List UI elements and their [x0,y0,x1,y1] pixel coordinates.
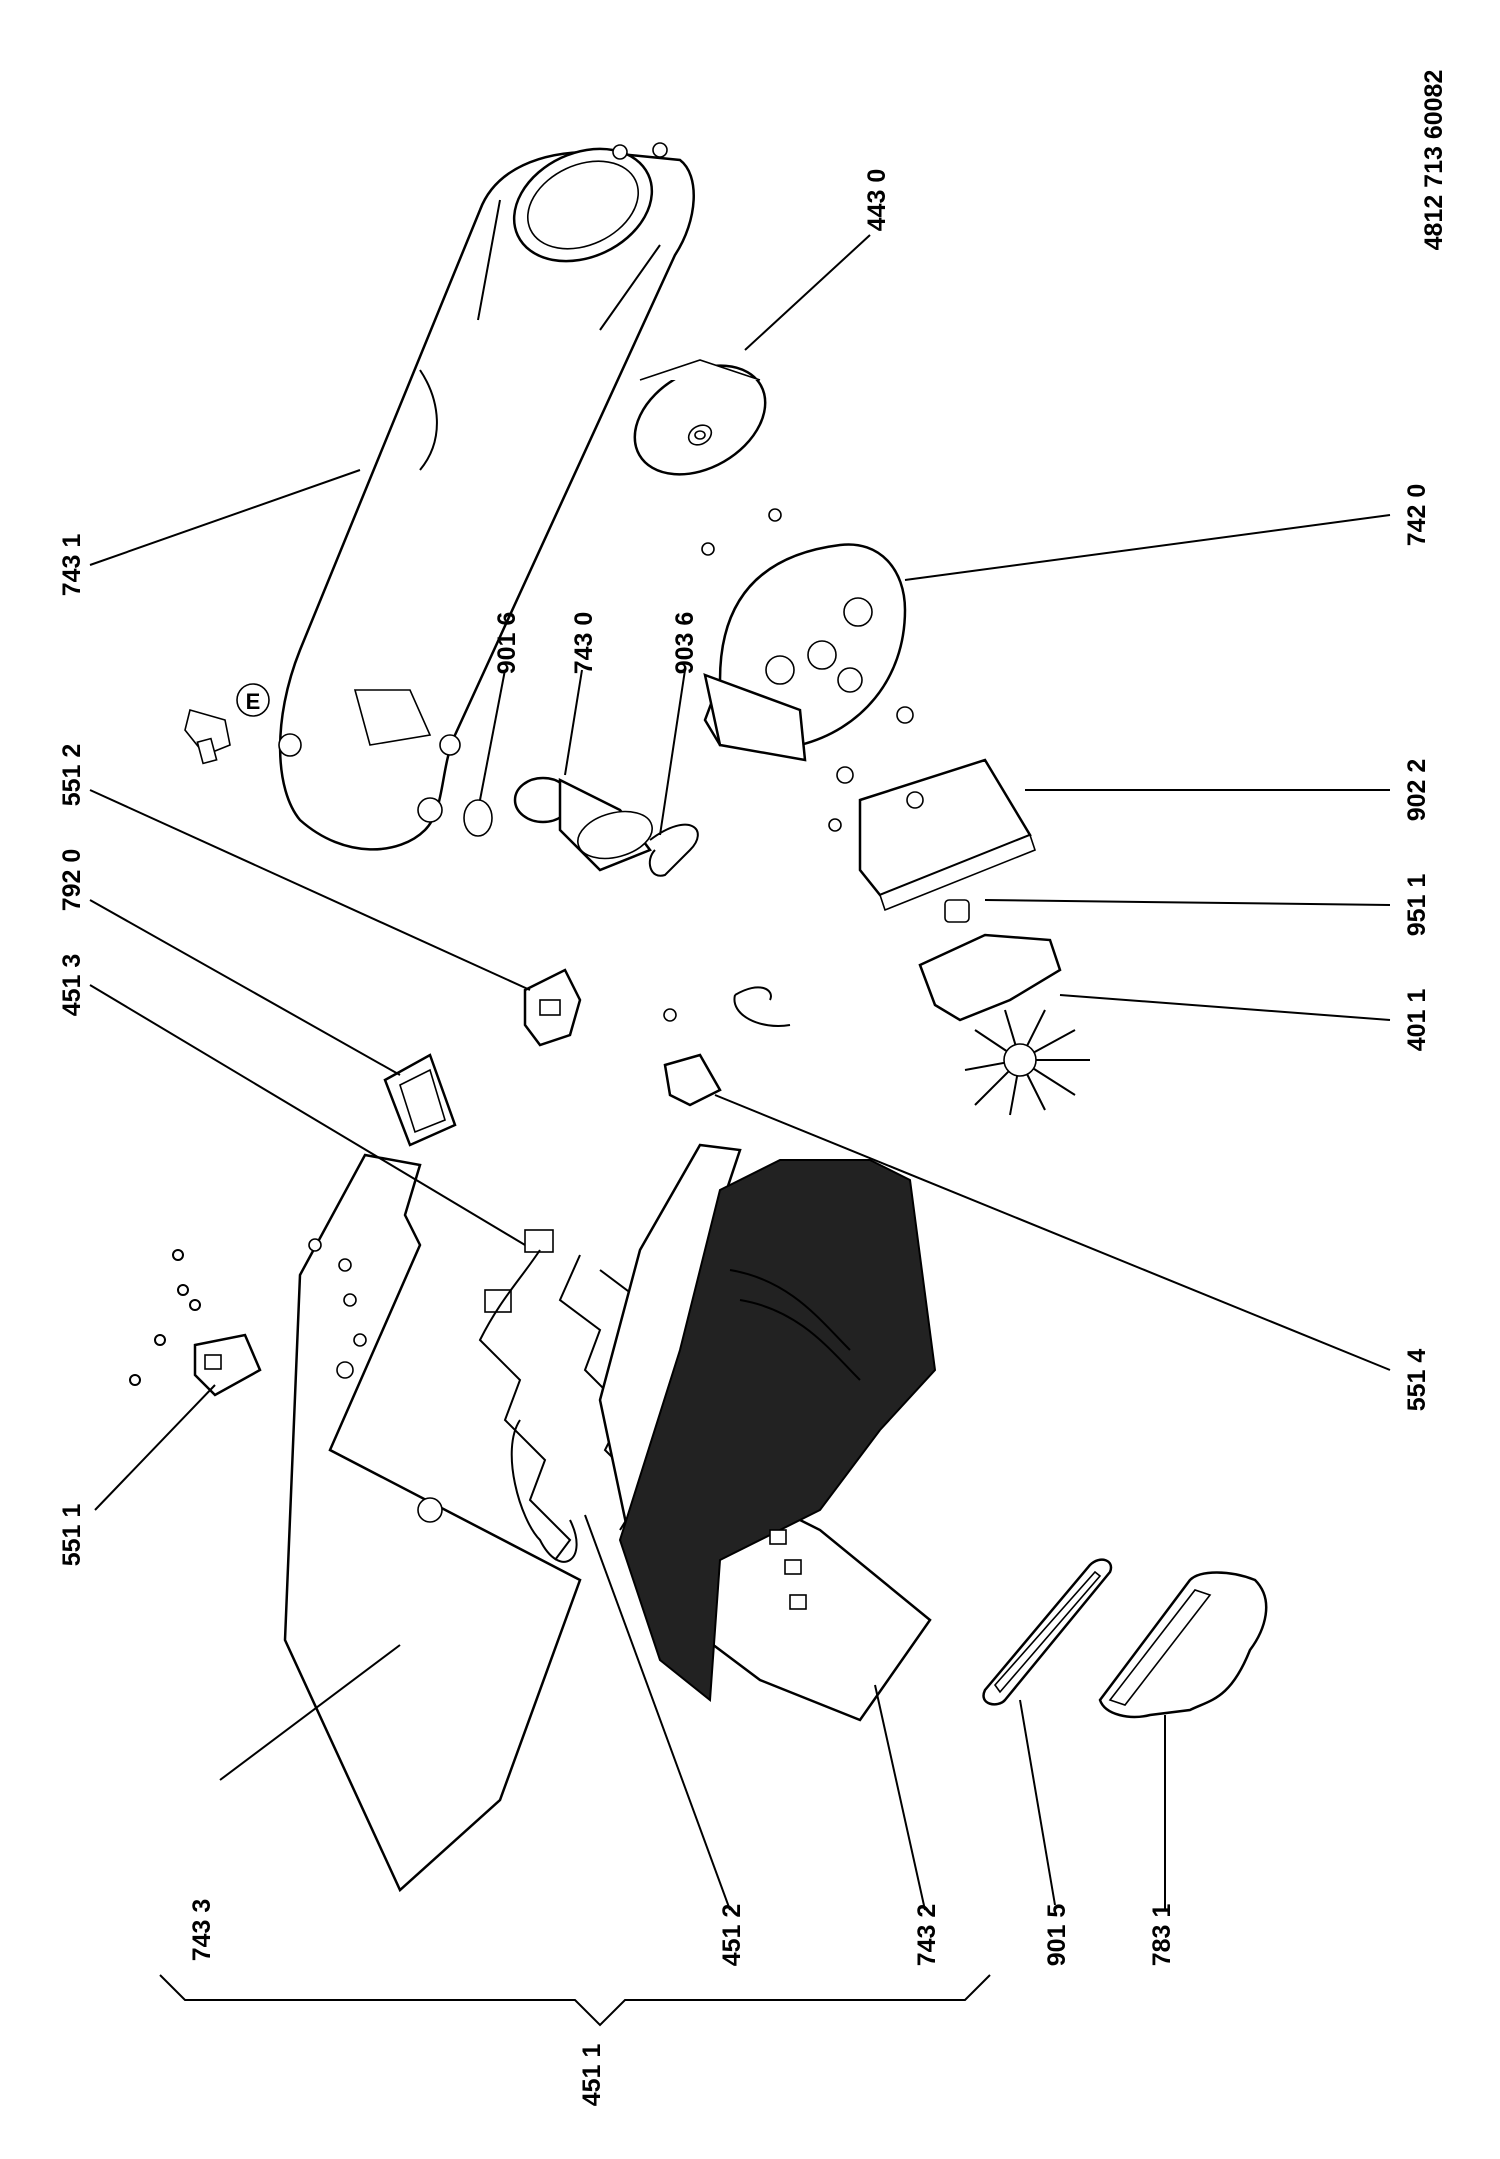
label-7431: 743 1 [58,534,86,597]
label-7420: 742 0 [1403,484,1431,547]
label-5512: 551 2 [58,744,86,807]
label-5514: 551 4 [1403,1349,1431,1412]
part-fan-housing-7420 [701,508,907,762]
leader-7431 [89,469,361,566]
leader-9036 [659,669,686,836]
part-bushing-9511 [944,899,970,923]
leader-5514 [714,1094,1391,1371]
leader-4513 [89,984,526,1246]
leader-9015 [1019,1699,1056,1906]
wire-clip [663,986,791,1027]
label-9036: 903 6 [671,612,699,675]
e-marker-letter: E [246,689,261,714]
label-7433: 743 3 [188,1899,216,1962]
leader-5512 [89,789,531,991]
part-labels: 4812 713 60082 743 1 443 0 742 0 901 6 7… [58,70,1448,2107]
leader-7420 [904,514,1391,581]
label-9015: 901 5 [1043,1904,1071,1967]
part-cover-7433 [283,1153,582,1893]
leader-7920 [89,899,401,1076]
label-7831: 783 1 [1148,1904,1176,1967]
label-4011: 401 1 [1403,989,1431,1052]
label-7430: 743 0 [570,612,598,675]
part-tray-7432 [598,1143,937,1722]
leader-7430 [564,669,583,776]
part-duct-7431 [278,142,695,851]
part-elbow-7430 [513,776,653,872]
leader-4011 [1059,994,1391,1021]
label-4513: 451 3 [58,954,86,1017]
part-switch-5512 [523,968,582,1047]
doc-code: 4812 713 60082 [1420,70,1448,251]
leader-5511 [94,1384,216,1511]
label-4430: 443 0 [863,169,891,232]
part-fan-wheel-4430 [633,359,767,476]
label-7920: 792 0 [58,849,86,912]
part-gasket-9015 [982,1558,1113,1706]
brace-4511 [159,1974,991,2027]
leader-7432 [874,1684,926,1911]
part-oring-9016 [463,799,493,837]
part-switch-5511 [129,1249,262,1397]
wing-screw [184,709,231,765]
label-9022: 902 2 [1403,759,1431,822]
label-9016: 901 6 [493,612,521,675]
part-nozzle-7831 [1098,1571,1268,1719]
leader-7433 [219,1644,401,1781]
label-4511: 451 1 [578,2044,606,2107]
leader-9511 [984,899,1391,906]
e-marker: E [236,683,270,717]
part-filter-7920 [383,1053,457,1147]
part-motor-4011 [918,933,1090,1116]
part-thermostat-5514 [663,1053,722,1107]
leader-9016 [479,669,506,801]
label-9511: 951 1 [1403,874,1431,937]
part-terminals-4513 [484,1229,554,1313]
leader-4430 [744,234,871,351]
leader-4512 [584,1514,731,1911]
leader-lines [89,234,1391,2027]
label-4512: 451 2 [718,1904,746,1967]
part-bracket-9022 [828,706,1036,912]
label-5511: 551 1 [58,1504,86,1567]
part-clamp-9036 [648,823,699,877]
label-7432: 743 2 [913,1904,941,1967]
